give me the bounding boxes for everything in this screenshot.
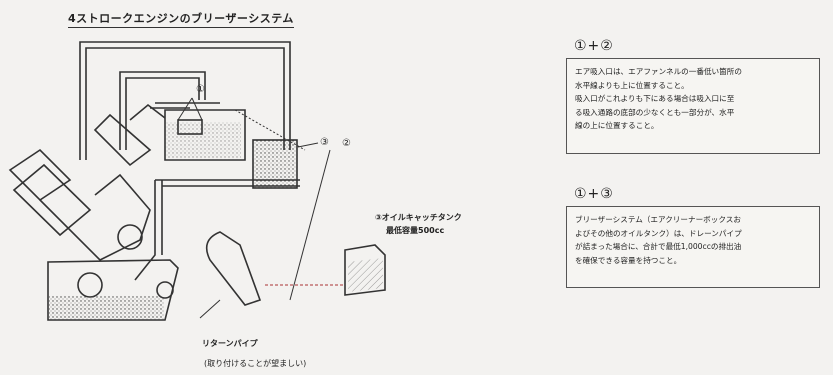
drain-container <box>344 244 386 296</box>
note-line: 吸入口がこれよりも下にある場合は吸入口に至 <box>575 94 735 103</box>
section-header-1-3: ①+③ <box>574 186 614 202</box>
breather-system-diagram <box>8 41 386 321</box>
breather-pipe-outer <box>79 41 291 160</box>
label-num-3: ③ <box>320 137 329 148</box>
return-pipe-label: リターンパイプ <box>202 339 258 348</box>
catch-tank-capacity: 最低容量500cc <box>386 226 445 235</box>
note-box-1-3: ブリーザーシステム（エアクリーナーボックスお よびその他のオイルタンク）は、ドレ… <box>566 206 820 288</box>
note-line: 水平線よりも上に位置すること。 <box>575 80 689 90</box>
breather-pipe-mid <box>119 71 206 150</box>
return-pipe-note: (取り付けることが望ましい) <box>204 359 307 368</box>
note-line: を確保できる容量を持つこと。 <box>575 255 682 265</box>
breather-pipe-mid-inner <box>125 77 200 150</box>
engine-cylinder <box>8 148 72 202</box>
section-header-1-2: ①+② <box>574 38 614 54</box>
breather-pipe-inner <box>85 47 285 160</box>
diagram-title: 4ストロークエンジンのブリーザーシステム <box>68 10 294 28</box>
catch-tank-label: ③オイルキャッチタンク <box>375 213 462 222</box>
air-box <box>164 109 246 161</box>
note-box-1-2: エア吸入口は、エアファンネルの一番低い箇所の 水平線よりも上に位置すること。 吸… <box>566 58 820 154</box>
note-line: る吸入通路の底部の少なくとも一部分が、水平 <box>575 107 735 117</box>
note-line: 線の上に位置すること。 <box>575 121 659 130</box>
label-num-1: ① <box>196 84 205 95</box>
note-line: よびその他のオイルタンク）は、ドレーンパイプ <box>575 228 742 238</box>
note-line: エア吸入口は、エアファンネルの一番低い箇所の <box>575 67 742 76</box>
drain-pipe <box>205 231 262 306</box>
note-line: ブリーザーシステム（エアクリーナーボックスお <box>575 215 741 224</box>
label-num-2: ② <box>342 138 351 149</box>
note-line: が詰まった場合に、合計で最低1,000ccの排出油 <box>575 242 742 251</box>
return-pipe <box>134 180 163 281</box>
